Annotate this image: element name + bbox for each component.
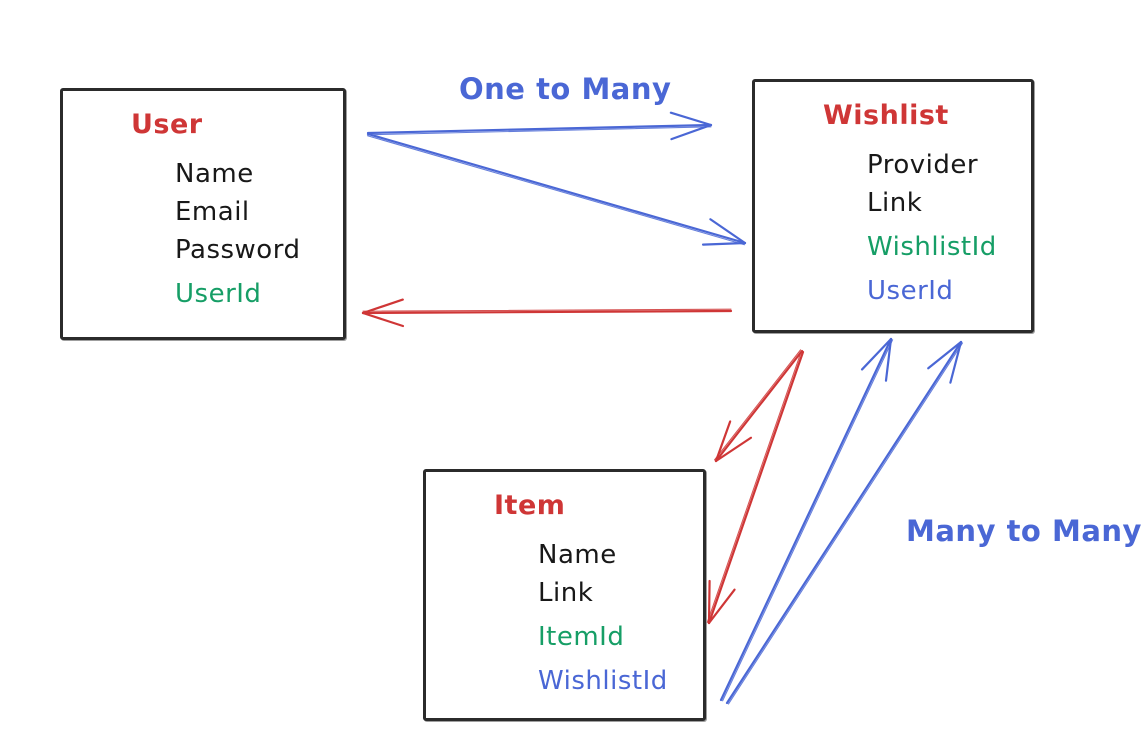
field-item-itemid: ItemId	[538, 622, 625, 652]
entity-fields-user: Name Email Password UserId	[175, 156, 343, 314]
arrow-user-to-wishlist-top[interactable]	[366, 111, 713, 141]
arrow-item-to-wishlist-left[interactable]	[719, 337, 894, 702]
arrow-wishlist-to-user[interactable]	[361, 298, 733, 328]
field-item-name: Name	[538, 540, 617, 570]
field-wishlist-userid: UserId	[867, 276, 954, 306]
field-item-wishlistid: WishlistId	[538, 666, 668, 696]
entity-fields-item: Name Link ItemId WishlistId	[538, 537, 703, 701]
entity-box-wishlist[interactable]: Wishlist Provider Link WishlistId UserId	[752, 79, 1034, 333]
field-item-link: Link	[538, 578, 594, 608]
arrow-user-to-wishlist-diagonal[interactable]	[366, 132, 747, 246]
field-user-password: Password	[175, 235, 301, 265]
entity-title-wishlist: Wishlist	[823, 100, 949, 131]
label-one-to-many: One to Many	[459, 72, 672, 106]
arrow-wishlist-to-item-upper[interactable]	[714, 349, 804, 463]
field-wishlist-wishlistid: WishlistId	[867, 232, 997, 262]
field-wishlist-provider: Provider	[867, 150, 979, 180]
entity-title-user: User	[131, 109, 203, 140]
entity-box-user[interactable]: User Name Email Password UserId	[60, 88, 346, 340]
field-wishlist-link: Link	[867, 188, 923, 218]
label-many-to-many: Many to Many	[906, 514, 1142, 548]
entity-title-item: Item	[494, 490, 566, 521]
arrow-item-to-wishlist-right[interactable]	[725, 340, 964, 705]
entity-box-item[interactable]: Item Name Link ItemId WishlistId	[423, 469, 706, 721]
field-user-name: Name	[175, 159, 254, 189]
field-user-email: Email	[175, 197, 250, 227]
entity-fields-wishlist: Provider Link WishlistId UserId	[867, 147, 1031, 311]
arrow-wishlist-to-item-lower[interactable]	[706, 350, 805, 625]
field-user-userid: UserId	[175, 279, 262, 309]
